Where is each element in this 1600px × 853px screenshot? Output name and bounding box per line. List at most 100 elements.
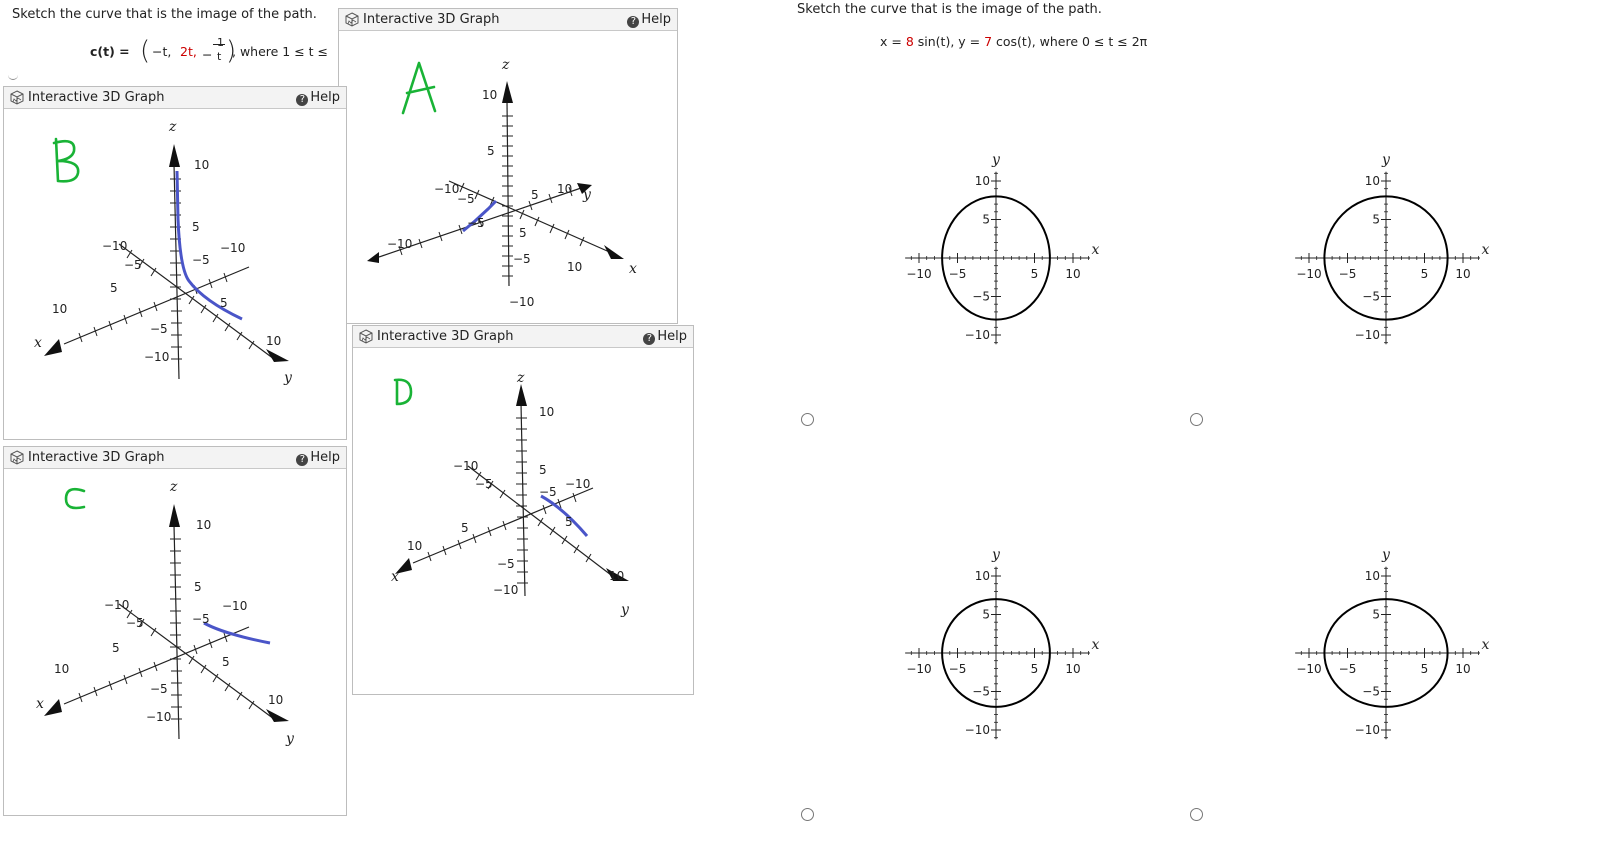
y-tick-m10: −10	[104, 598, 129, 612]
x-tick-label: −10	[1296, 662, 1321, 676]
x-axis	[63, 626, 250, 705]
x-tick-label: −10	[1296, 267, 1321, 281]
eq-coef-a: 8	[905, 34, 914, 49]
help-icon: ?	[296, 94, 309, 106]
x-axis-arrow	[395, 558, 412, 574]
panel-c-plot[interactable]: z 10 5 −5 −10 10 5 −5 −10 x −10 −5 5 10 …	[4, 469, 346, 815]
y-axis-ticks	[475, 471, 592, 563]
ellipse-curve	[941, 598, 1051, 708]
z-tick-m5: −5	[150, 682, 168, 696]
x-tick-label: −10	[906, 267, 931, 281]
y-axis-arrow	[577, 183, 592, 194]
z-tick-m5: −5	[150, 322, 168, 336]
handwritten-label-b	[52, 137, 80, 183]
graph-3d-icon	[359, 329, 373, 344]
y-tick-label: 5	[1372, 213, 1380, 227]
handwritten-label-d	[393, 378, 413, 406]
x-axis-label: x	[629, 261, 637, 277]
panel-b[interactable]: Interactive 3D Graph ?Help	[3, 86, 347, 440]
x-tick-label: 5	[1031, 662, 1039, 676]
x-tick-m5: −5	[539, 485, 557, 499]
option-radio-1[interactable]	[801, 413, 814, 426]
y-axis-label: y	[620, 602, 630, 618]
z-tick-m10: −10	[493, 583, 518, 597]
z-axis-ticks	[170, 538, 182, 720]
y-axis	[118, 243, 275, 360]
x-tick-label: −5	[1339, 267, 1357, 281]
y-tick-label: −10	[965, 723, 990, 737]
panel-b-plot[interactable]: z 10 5 −5 −10 10 5 −5 −10 x −10 −5 5 10 …	[4, 109, 346, 439]
x-tick-label: 10	[1065, 662, 1080, 676]
formula-close-paren: )	[226, 36, 237, 66]
y-tick-label: −5	[1362, 685, 1380, 699]
z-tick-5: 5	[487, 144, 495, 158]
y-axis-label: y	[283, 370, 293, 386]
right-question-prompt: Sketch the curve that is the image of th…	[797, 2, 1102, 17]
z-axis-arrow	[169, 504, 180, 527]
y-tick-label: −5	[972, 685, 990, 699]
panel-c-titlebar: Interactive 3D Graph ?Help	[4, 447, 346, 469]
y-axis-ticks	[398, 186, 573, 256]
z-axis-arrow	[169, 144, 180, 167]
panel-c-title: Interactive 3D Graph	[28, 450, 165, 465]
help-icon: ?	[643, 333, 656, 345]
x-tick-5: 5	[112, 641, 120, 655]
y-tick-5: 5	[565, 515, 573, 529]
handwritten-label-c	[64, 487, 86, 510]
panel-c[interactable]: Interactive 3D Graph ?Help	[3, 446, 347, 816]
panel-d[interactable]: Interactive 3D Graph ?Help	[352, 325, 694, 695]
panel-d-plot[interactable]: z 10 5 −5 −10 10 5 −5 −10 x −10 −5 5 10 …	[353, 348, 693, 694]
x-tick-label: −5	[1339, 662, 1357, 676]
z-tick-m10: −10	[509, 295, 534, 309]
x-tick-label: 5	[1421, 267, 1429, 281]
z-axis-label: z	[168, 119, 177, 135]
y-tick-5: 5	[222, 655, 230, 669]
panel-a-titlebar: Interactive 3D Graph ?Help	[339, 9, 677, 31]
z-tick-m5: −5	[497, 557, 515, 571]
option-radio-2[interactable]	[1190, 413, 1203, 426]
y-tick-label: −10	[1355, 723, 1380, 737]
y-axis-label: y	[1381, 547, 1391, 563]
y-tick-label: −5	[972, 290, 990, 304]
eq-part3: cos(t), where 0 ≤ t ≤ 2π	[992, 34, 1148, 49]
z-axis	[520, 402, 526, 597]
curve-3d	[462, 199, 498, 233]
curve-3d	[203, 621, 271, 645]
y-axis-arrow-neg	[367, 252, 379, 263]
eq-part2: sin(t), y =	[913, 34, 985, 49]
panel-a-plot[interactable]: z 10 5 −5 −10 −10 −5 5 10 x −10 −5 5 10 …	[339, 31, 677, 323]
x-tick-m5: −5	[457, 192, 475, 206]
y-tick-10: 10	[609, 569, 624, 583]
x-axis-ticks	[78, 632, 228, 703]
x-axis-label: x	[1091, 637, 1099, 653]
panel-b-help-button[interactable]: ?Help	[296, 90, 340, 106]
x-axis-arrow	[44, 339, 62, 356]
y-tick-10: 10	[557, 182, 572, 196]
z-tick-m5: −5	[513, 252, 531, 266]
formula-frac-num: 1	[217, 36, 224, 49]
formula-frac-bar: −	[202, 47, 213, 62]
option-radio-3[interactable]	[801, 808, 814, 821]
x-tick-label: 10	[1455, 662, 1470, 676]
x-tick-10: 10	[52, 302, 67, 316]
z-tick-m10: −10	[144, 350, 169, 364]
y-tick-m10: −10	[453, 459, 478, 473]
z-axis-ticks	[502, 115, 513, 277]
panel-a[interactable]: Interactive 3D Graph ?Help	[338, 8, 678, 324]
z-axis-arrow	[516, 384, 527, 406]
z-tick-5: 5	[194, 580, 202, 594]
option-radio-4[interactable]	[1190, 808, 1203, 821]
panel-d-help-button[interactable]: ?Help	[643, 329, 687, 345]
ellipse-curve	[1323, 195, 1449, 321]
x-tick-label: −5	[949, 662, 967, 676]
panel-b-title: Interactive 3D Graph	[28, 90, 165, 105]
x-tick-label: −5	[949, 267, 967, 281]
ellipse-curve	[1323, 598, 1449, 708]
z-tick-10: 10	[482, 88, 497, 102]
panel-c-help-button[interactable]: ?Help	[296, 450, 340, 466]
z-axis-label: z	[501, 57, 510, 73]
panel-d-help-label: Help	[657, 329, 687, 344]
panel-a-help-button[interactable]: ?Help	[627, 12, 671, 28]
